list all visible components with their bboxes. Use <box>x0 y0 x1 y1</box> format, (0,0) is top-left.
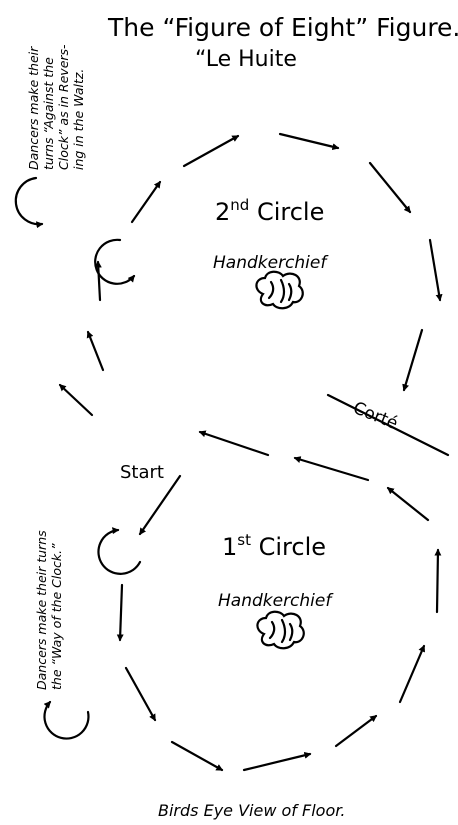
path-arrow-11 <box>140 476 180 534</box>
note-top-line-2: turns “Against the <box>41 57 56 170</box>
path-arrow-14 <box>172 742 222 770</box>
path-arrow-3 <box>98 262 100 300</box>
path-arrow-8 <box>430 240 440 300</box>
path-arrow-13 <box>126 668 155 720</box>
path-arrow-19 <box>388 488 428 520</box>
note-top-line-3: Clock” as in Revers- <box>56 44 71 170</box>
clockwise-turn-icon-bottom <box>44 702 88 739</box>
path-arrow-1 <box>60 385 92 415</box>
corte-label: Corté <box>350 398 401 434</box>
path-arrow-4 <box>132 182 160 222</box>
path-arrow-16 <box>336 716 376 746</box>
path-arrow-15 <box>244 754 310 770</box>
path-arrow-18 <box>437 550 438 612</box>
handkerchief-icon-top <box>256 272 302 309</box>
note-counterclockwise: Dancers make their turns “Against the Cl… <box>26 44 86 170</box>
note-top-line-1: Dancers make their <box>26 46 41 170</box>
first-handkerchief-label: Handkerchief <box>218 591 334 611</box>
handkerchief-icon-bottom <box>257 612 303 649</box>
note-bottom-line-2: the “Way of the Clock.” <box>49 543 64 690</box>
note-top-line-4: ing in the Waltz. <box>71 69 86 170</box>
title-line-2: “Le Huite <box>195 47 297 72</box>
path-arrow-6 <box>280 134 338 148</box>
path-arrow-17 <box>400 646 424 702</box>
path-arrow-10 <box>200 432 268 455</box>
clockwise-turn-icon-start <box>98 530 140 574</box>
dance-path <box>60 134 440 770</box>
first-circle-label: 1st Circle <box>222 531 326 561</box>
caption: Birds Eye View of Floor. <box>158 801 345 820</box>
counterclockwise-turn-icon-left <box>95 240 134 284</box>
path-arrow-2 <box>88 332 103 370</box>
note-bottom-line-1: Dancers make their turns <box>34 530 49 690</box>
path-arrow-12 <box>120 585 122 640</box>
note-clockwise: Dancers make their turns the “Way of the… <box>34 530 64 690</box>
path-arrow-7 <box>370 163 410 212</box>
path-arrow-20 <box>295 458 368 480</box>
second-handkerchief-label: Handkerchief <box>213 253 329 273</box>
counterclockwise-turn-icon-top <box>16 178 42 224</box>
title-line-1: The “Figure of Eight” Figure. <box>107 13 458 42</box>
second-circle-label: 2nd Circle <box>215 196 324 226</box>
path-arrow-9 <box>404 330 422 390</box>
start-label: Start <box>120 462 164 483</box>
path-arrow-5 <box>184 136 238 166</box>
